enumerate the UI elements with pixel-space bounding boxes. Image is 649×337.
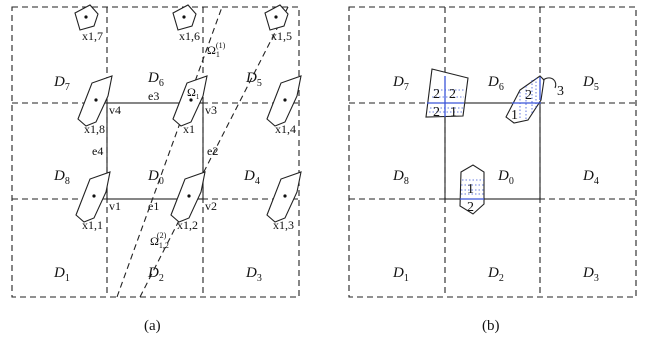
point-label: x1,3 [273,218,294,232]
dot-x11 [92,194,96,198]
dot-x13 [283,194,287,198]
dot-x18 [94,98,98,102]
point-label: x1,8 [84,122,105,136]
bottom-element-shape [459,164,485,215]
vertex-label-v1: v1 [109,199,121,213]
domain-label: D5 [582,74,599,93]
domain-label: D4 [243,168,260,187]
point-label: x1,2 [177,218,198,232]
domain-label: D1 [53,265,70,284]
bottom-element-label: 2 [467,200,474,215]
vertex-label-v3: v3 [205,103,217,117]
domain-label: D6 [147,70,164,89]
vertex-label-v2: v2 [205,199,217,213]
panel-b-center-square [444,102,541,200]
panel-a-frame [11,6,300,298]
domain-label: D0 [497,168,514,187]
dot-x16 [182,15,186,19]
domain-label: D2 [487,265,504,284]
bottom-element: 1 2 [459,164,485,215]
domain-label: D4 [582,168,599,187]
point-label: x1 [183,122,195,136]
panel-b-caption: (b) [482,318,500,334]
dot-x12 [187,194,191,198]
domain-label: D5 [245,70,262,89]
omega-label-top: Ω1(1) [207,41,226,59]
bottom-element-label: 1 [467,182,474,197]
edge-label-e3: e3 [148,89,159,103]
left-element-label: 2 [433,87,440,102]
point-label: x1,5 [271,29,292,43]
domain-label: D8 [392,168,409,187]
edge-label-e1: e1 [148,199,159,213]
left-element-label: 2 [433,105,440,120]
left-element: 2 2 2 1 [425,68,469,120]
panel-b: 2 2 2 1 2 1 3 1 2 [348,6,637,334]
dot-x17 [84,15,88,19]
panel-a: D7 D6 D5 D8 D0 D4 D1 D2 D3 v4 v3 v1 v2 e… [11,4,302,334]
point-label: x1,1 [82,218,103,232]
right-element-label: 1 [511,108,518,123]
right-element-arrow [542,77,557,89]
panel-a-diagonal-2 [139,6,289,298]
edge-label-e4: e4 [92,144,103,158]
domain-label: D0 [147,168,164,187]
point-label: x1,4 [275,122,296,136]
left-element-shape [425,68,469,118]
domain-label: D3 [245,265,262,284]
vertex-label-v4: v4 [109,103,121,117]
panel-a-caption: (a) [144,318,161,334]
point-label: x1,6 [179,29,200,43]
domain-label: D8 [53,168,70,187]
domain-label: D6 [487,74,504,93]
omega-label-small: Ω1 [187,85,200,101]
domain-label: D3 [582,265,599,284]
domain-label: D1 [392,265,409,284]
left-element-label: 1 [450,105,457,120]
domain-label: D2 [147,265,164,284]
panel-a-domain-labels: D7 D6 D5 D8 D0 D4 D1 D2 D3 [53,70,262,284]
panel-a-center-square [106,102,204,200]
dot-x1 [189,98,193,102]
domain-label: D7 [53,74,70,93]
panel-b-frame [348,6,637,298]
dot-x14 [283,98,287,102]
right-element-shape [505,75,545,124]
right-element: 2 1 3 [505,75,564,124]
right-element-label: 3 [557,84,564,99]
edge-label-e2: e2 [207,144,218,158]
panel-b-domain-labels: D7 D6 D5 D8 D0 D4 D1 D2 D3 [392,74,599,284]
point-label: x1,7 [82,29,103,43]
panel-a-diagonal-1 [116,6,223,298]
domain-label: D7 [392,74,409,93]
omega-label-bottom: Ω1,2(2) [150,231,169,250]
dot-x15 [274,15,278,19]
right-element-label: 2 [525,88,532,103]
panel-a-elements [74,4,302,223]
left-element-label: 2 [449,87,456,102]
